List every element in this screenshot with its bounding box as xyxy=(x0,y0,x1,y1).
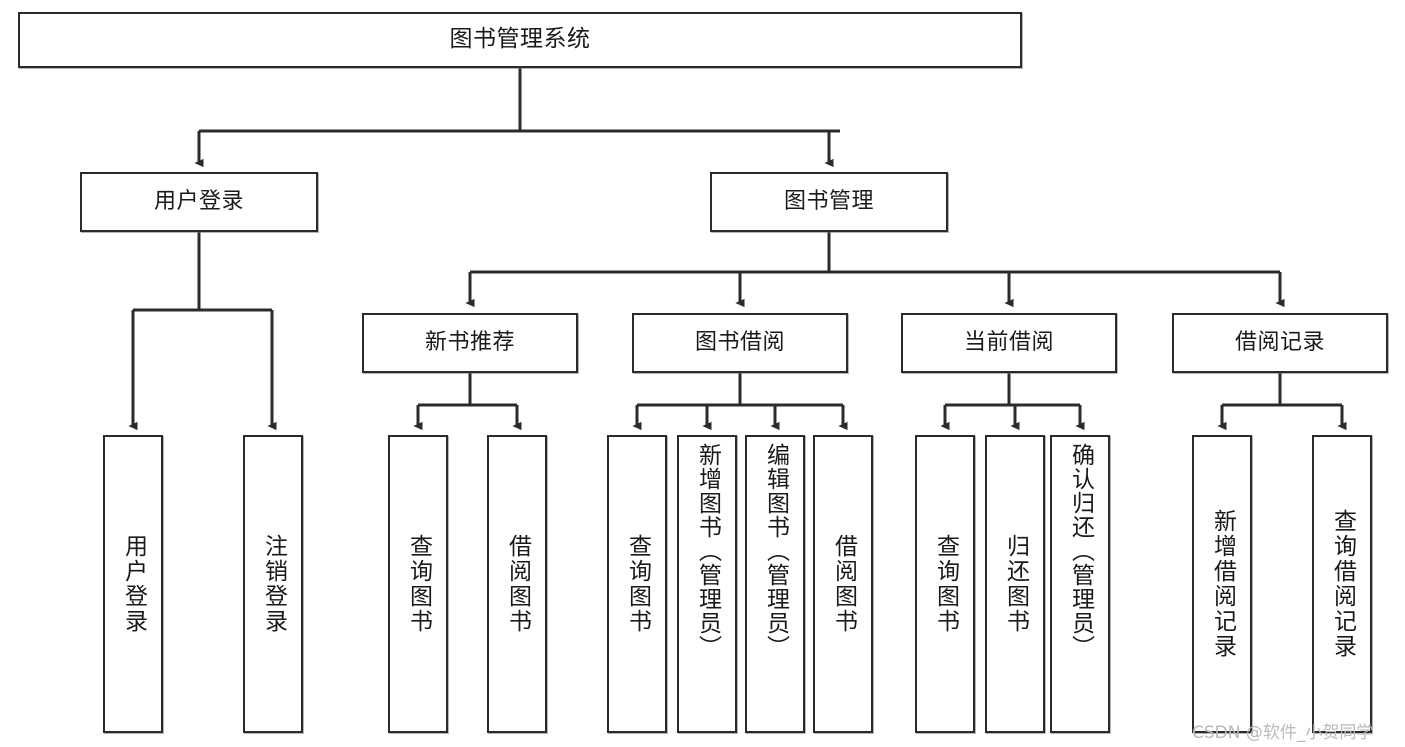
node-leaf-add-book-label: 新增图书（管理员） xyxy=(694,443,721,659)
node-leaf-query-book-2[interactable]: 查询图书 xyxy=(607,435,667,733)
node-borrow-record[interactable]: 借阅记录 xyxy=(1172,313,1388,373)
node-current-borrow-label: 当前借阅 xyxy=(963,330,1054,356)
watermark-text: CSDN @软件_小贺同学 xyxy=(1192,723,1374,743)
node-leaf-logout-label: 注销登录 xyxy=(260,534,287,634)
node-leaf-return-book[interactable]: 归还图书 xyxy=(985,435,1045,733)
node-leaf-user-login[interactable]: 用户登录 xyxy=(103,435,163,733)
node-leaf-add-record-label: 新增借阅记录 xyxy=(1209,509,1236,659)
node-new-book-recommend[interactable]: 新书推荐 xyxy=(362,313,578,373)
node-new-book-recommend-label: 新书推荐 xyxy=(424,330,515,356)
node-leaf-query-record-label: 查询借阅记录 xyxy=(1329,509,1356,659)
node-leaf-add-record[interactable]: 新增借阅记录 xyxy=(1192,435,1252,733)
node-leaf-confirm-return-label: 确认归还（管理员） xyxy=(1067,443,1094,659)
node-leaf-borrow-book-1[interactable]: 借阅图书 xyxy=(487,435,547,733)
node-book-borrow-label: 图书借阅 xyxy=(694,330,785,356)
node-user-login-label: 用户登录 xyxy=(153,189,244,215)
node-leaf-query-book-3-label: 查询图书 xyxy=(932,534,959,634)
node-current-borrow[interactable]: 当前借阅 xyxy=(901,313,1117,373)
node-root-label: 图书管理系统 xyxy=(449,26,591,53)
node-leaf-borrow-book-1-label: 借阅图书 xyxy=(504,534,531,634)
node-leaf-query-book-1-label: 查询图书 xyxy=(405,534,432,634)
node-leaf-logout[interactable]: 注销登录 xyxy=(243,435,303,733)
node-leaf-query-book-1[interactable]: 查询图书 xyxy=(388,435,448,733)
node-leaf-borrow-book-2[interactable]: 借阅图书 xyxy=(813,435,873,733)
node-leaf-edit-book-label: 编辑图书（管理员） xyxy=(762,443,789,659)
node-leaf-return-book-label: 归还图书 xyxy=(1002,534,1029,634)
node-leaf-query-book-3[interactable]: 查询图书 xyxy=(915,435,975,733)
node-leaf-query-record[interactable]: 查询借阅记录 xyxy=(1312,435,1372,733)
node-leaf-user-login-label: 用户登录 xyxy=(120,534,147,634)
node-leaf-confirm-return[interactable]: 确认归还（管理员） xyxy=(1050,435,1110,733)
node-book-manage[interactable]: 图书管理 xyxy=(710,172,948,232)
node-root[interactable]: 图书管理系统 xyxy=(18,12,1022,68)
node-leaf-borrow-book-2-label: 借阅图书 xyxy=(830,534,857,634)
node-user-login[interactable]: 用户登录 xyxy=(80,172,318,232)
node-book-borrow[interactable]: 图书借阅 xyxy=(632,313,848,373)
node-book-manage-label: 图书管理 xyxy=(783,189,874,215)
node-leaf-edit-book[interactable]: 编辑图书（管理员） xyxy=(745,435,805,733)
node-borrow-record-label: 借阅记录 xyxy=(1234,330,1325,356)
node-leaf-query-book-2-label: 查询图书 xyxy=(624,534,651,634)
node-leaf-add-book[interactable]: 新增图书（管理员） xyxy=(677,435,737,733)
